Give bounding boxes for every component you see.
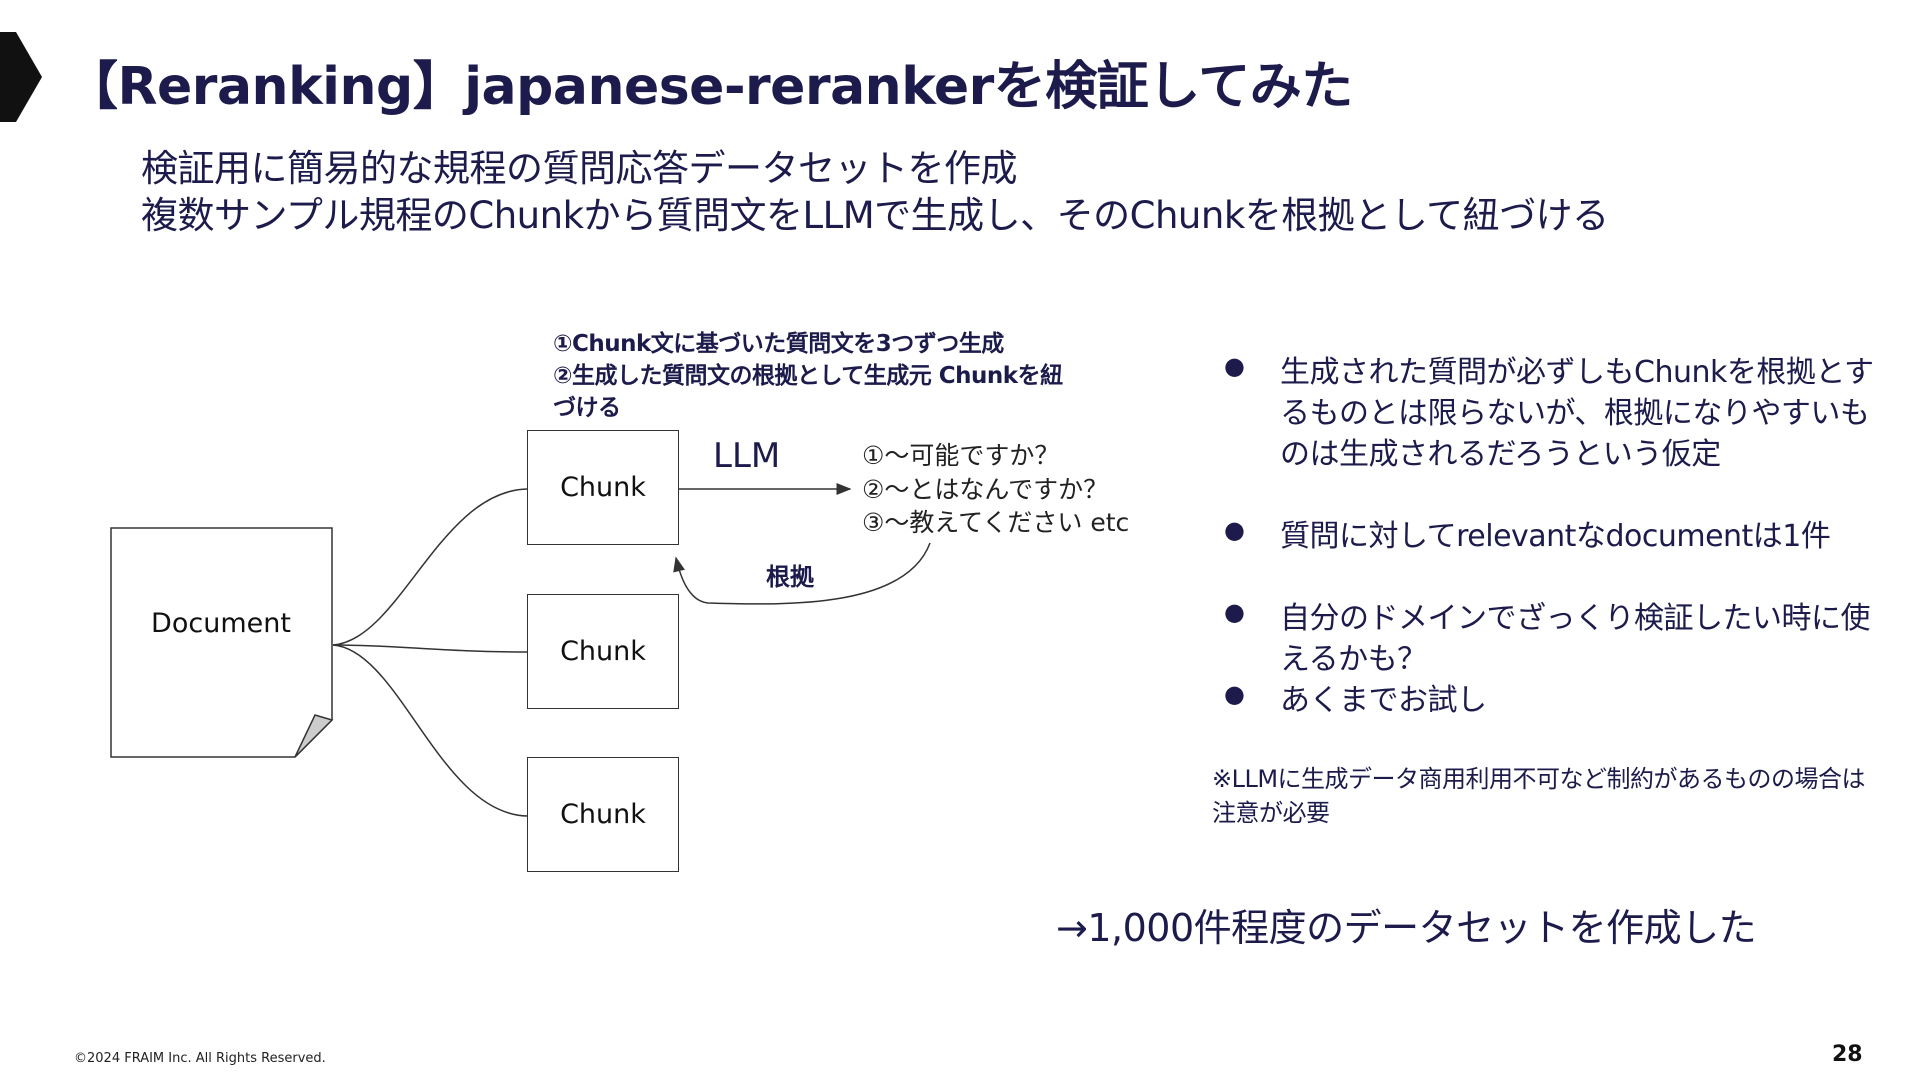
subtitle-line-2: 複数サンプル規程のChunkから質問文をLLMで生成し、そのChunkを根拠とし… — [141, 194, 1609, 237]
connector-doc-chunk-3 — [332, 644, 529, 817]
connector-doc-chunk-2 — [332, 644, 529, 653]
subtitle-line-1: 検証用に簡易的な規程の質問応答データセットを作成 — [141, 147, 1018, 190]
chunk-box-3: Chunk — [527, 757, 679, 872]
connector-doc-chunk-1 — [332, 488, 529, 646]
bullet-text: あくまでお試し — [1280, 683, 1487, 718]
document-label: Document — [151, 608, 291, 639]
question-1: ①～可能ですか？ — [862, 441, 1060, 470]
footnote: ※LLMに生成データ商用利用不可など制約があるものの場合は注意が必要 — [1212, 765, 1866, 827]
bullet-marker: ● — [1224, 680, 1245, 708]
bullet-text: 生成された質問が必ずしもChunkを根拠とするものとは限らないが、根拠になりやす… — [1280, 355, 1874, 472]
document-shape — [110, 527, 334, 758]
bullet-text: 質問に対してrelevantなdocumentは1件 — [1280, 519, 1831, 554]
question-2: ②～とはなんですか？ — [862, 475, 1109, 504]
evidence-label: 根拠 — [766, 563, 814, 591]
copyright: ©2024 FRAIM Inc. All Rights Reserved. — [74, 1051, 326, 1066]
slide-title: 【Reranking】japanese-rerankerを検証してみた — [66, 57, 1353, 117]
page-number: 28 — [1832, 1042, 1863, 1067]
title-marker-icon — [0, 32, 42, 122]
evidence-arrow — [673, 542, 931, 605]
bullet-text: 自分のドメインでざっくり検証したい時に使えるかも？ — [1280, 601, 1871, 677]
diagram-step-2-cont: づける — [553, 395, 621, 421]
chunk-box-2: Chunk — [527, 594, 679, 709]
question-3: ③～教えてください etc — [862, 508, 1130, 537]
chunk-label: Chunk — [560, 472, 646, 503]
chunk-label: Chunk — [560, 799, 646, 830]
diagram-step-2: ②生成した質問文の根拠として生成元 Chunkを紐 — [553, 363, 1063, 389]
diagram-step-1: ①Chunk文に基づいた質問文を3つずつ生成 — [553, 331, 1004, 357]
bullet-marker: ● — [1224, 516, 1245, 544]
chunk-label: Chunk — [560, 636, 646, 667]
bullet-marker: ● — [1224, 352, 1245, 380]
chunk-box-1: Chunk — [527, 430, 679, 545]
result-text: →1,000件程度のデータセットを作成した — [1056, 906, 1757, 950]
llm-label: LLM — [713, 436, 781, 476]
bullet-marker: ● — [1224, 598, 1245, 626]
